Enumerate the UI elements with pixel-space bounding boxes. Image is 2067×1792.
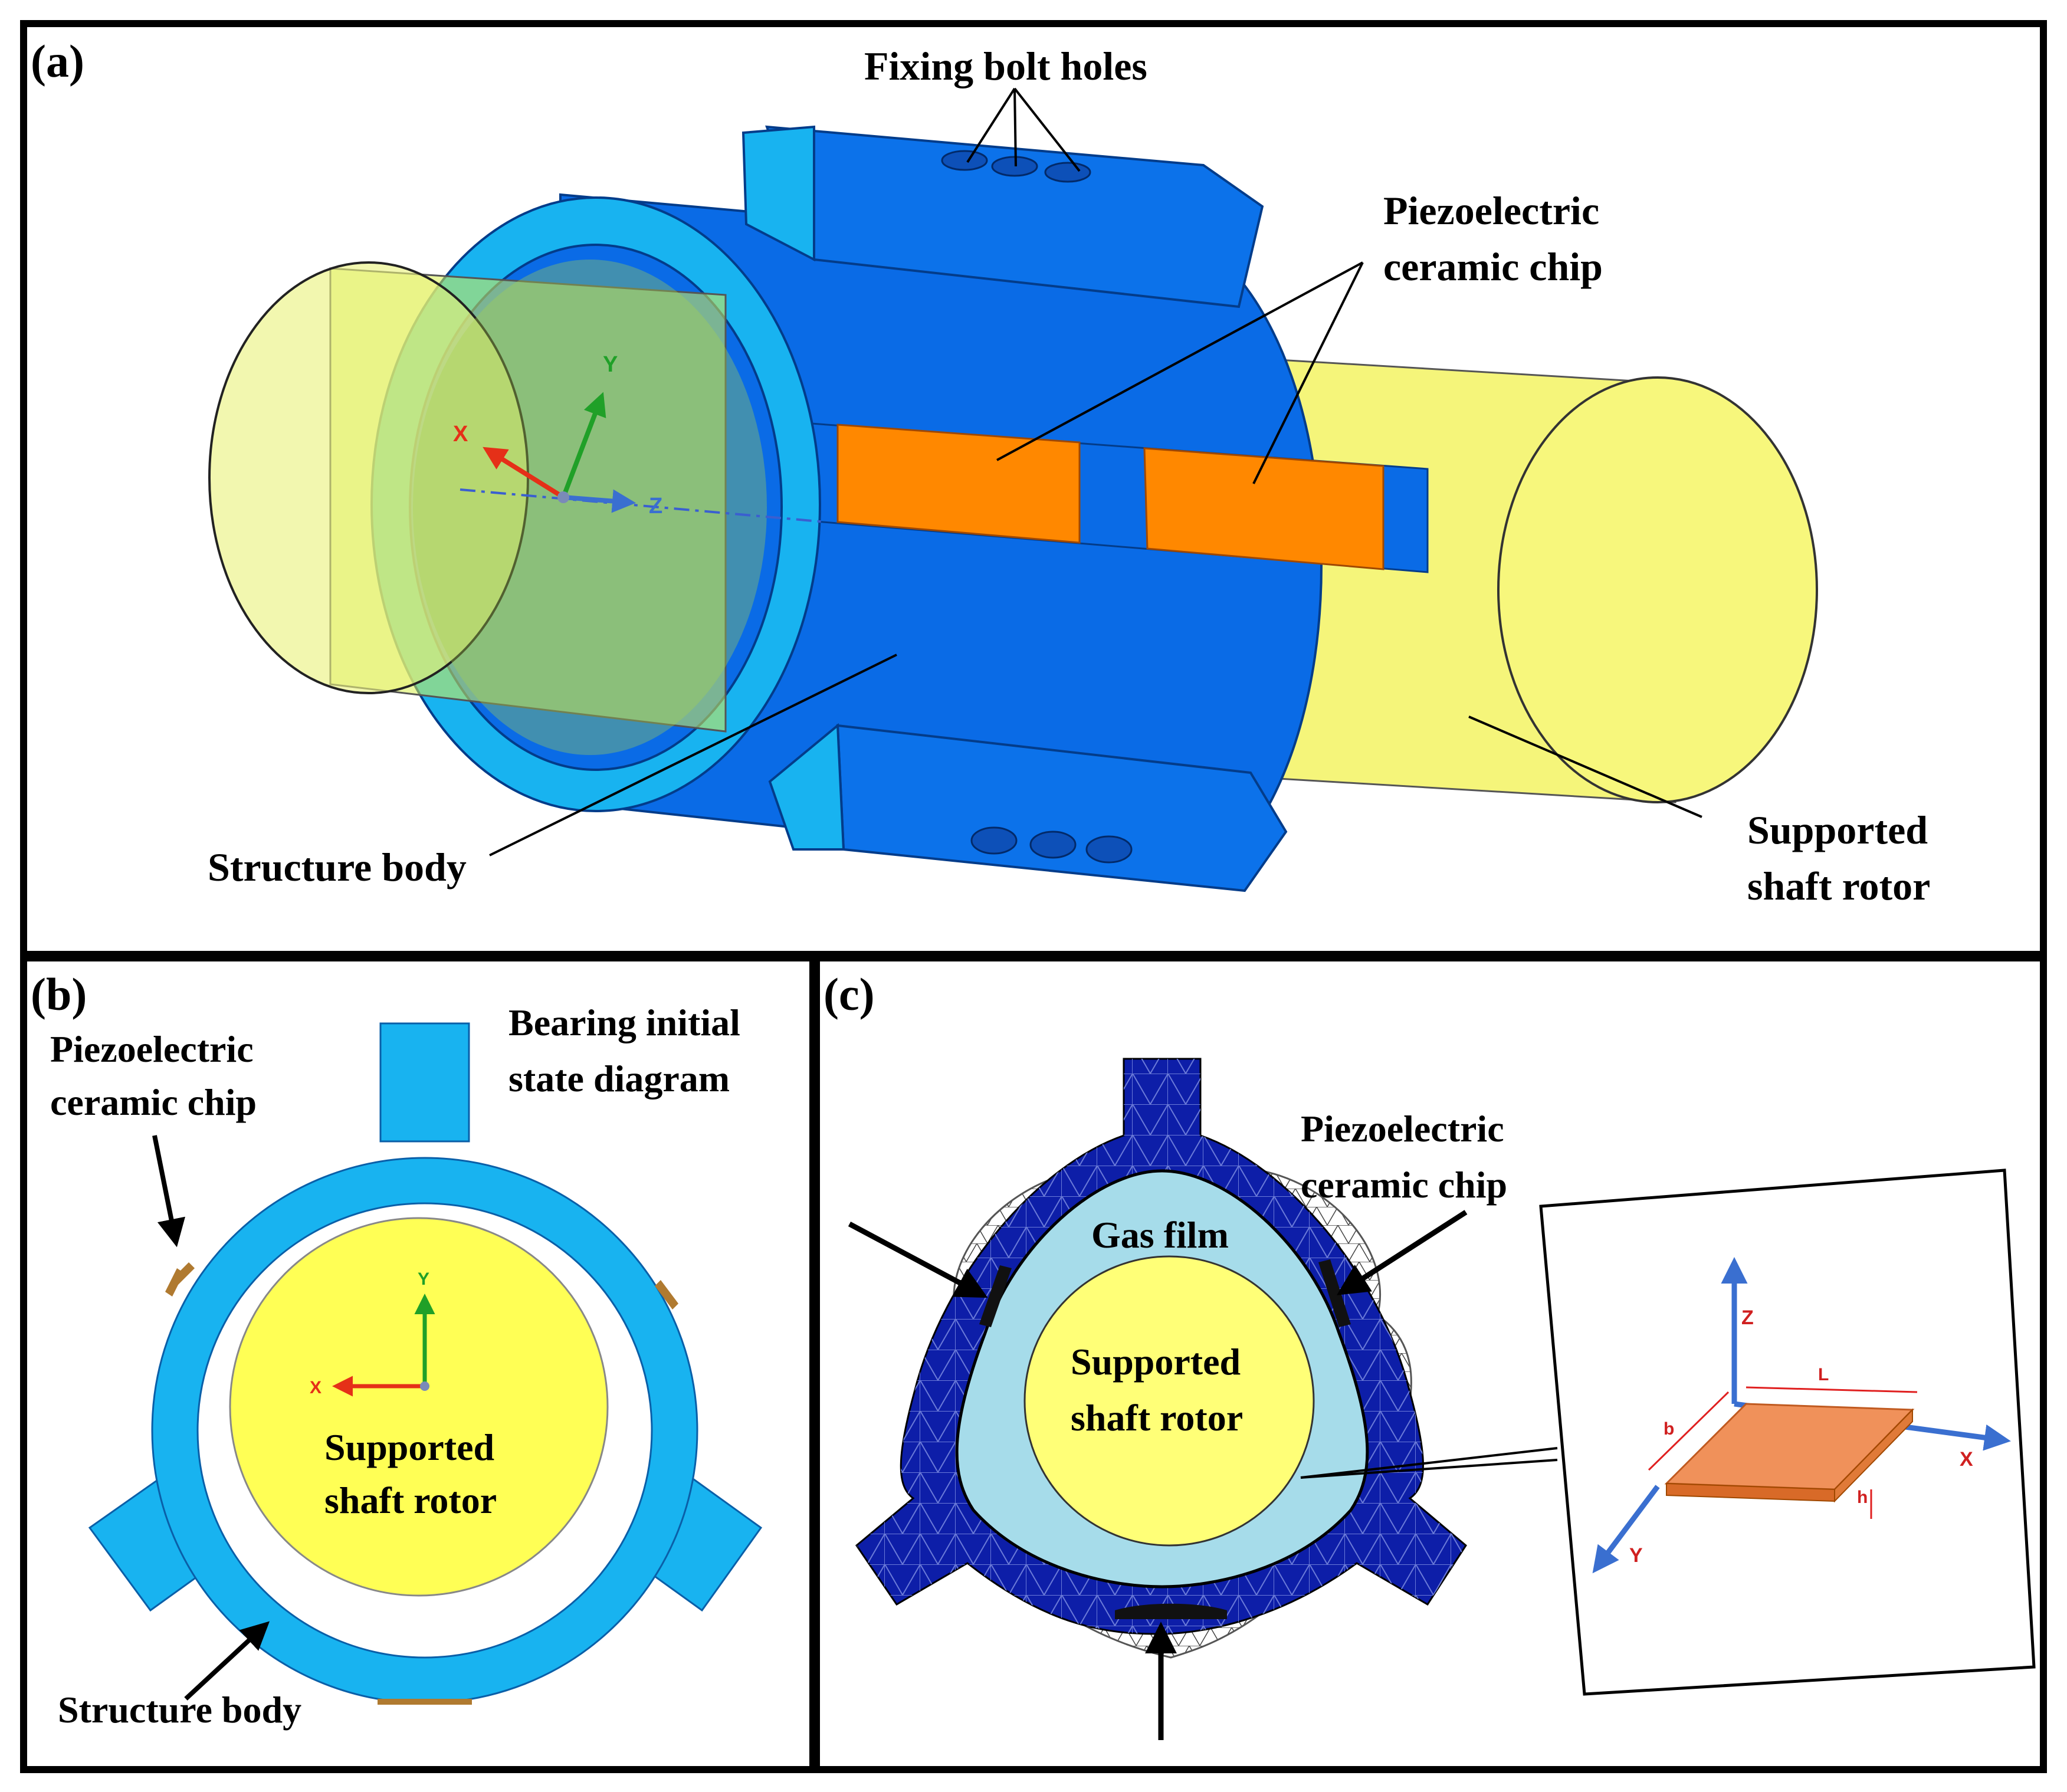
panel-a-tag: (a) [31,35,84,87]
label-structure-body-a: Structure body [208,845,467,890]
piezo-c-left [979,1265,1012,1327]
inset-axis-x: X [1960,1448,1973,1471]
label-rotor-a-line2: shaft rotor [1747,864,1930,908]
label-rotor-a-line1: Supported [1747,808,1928,852]
inset-axis-z: Z [1741,1307,1754,1329]
label-structure-body-b: Structure body [58,1689,301,1731]
axis-label-y-b: Y [418,1269,429,1289]
piezo-chip-2 [1143,447,1384,570]
label-piezo-b-line2: ceramic chip [50,1081,257,1123]
label-fixing-bolt-holes: Fixing bolt holes [864,44,1147,88]
dim-label-l: L [1818,1365,1829,1384]
label-gas-film: Gas film [1091,1214,1229,1256]
arrow-structure-b [184,1621,270,1701]
inset-chip-detail: L b h Z X Y [1539,1169,2036,1696]
axis-label-z: Z [649,494,662,518]
label-piezo-a-line1: Piezoelectric [1383,188,1599,233]
label-piezo-b-line1: Piezoelectric [50,1028,254,1070]
label-rotor-b-line1: Supported [324,1426,494,1468]
dim-label-h: h [1857,1488,1868,1507]
label-rotor-c-line1: Supported [1071,1341,1241,1383]
label-rotor-c-line2: shaft rotor [1071,1397,1243,1439]
axis-label-y: Y [603,352,618,377]
rotor-left [208,260,767,755]
piezo-c-right [1318,1259,1351,1327]
rotor-c [1023,1255,1315,1547]
piezo-mark-right [655,1280,678,1309]
axes-a: X Y Z [453,352,826,523]
lug-top [379,1022,470,1143]
leader-lines-a [489,87,1702,856]
piezo-c-bottom [1115,1603,1227,1619]
panel-a: X Y Z (a) Fixing bolt holes Piezoelectri… [20,20,2047,958]
dim-label-b: b [1664,1419,1674,1439]
axis-label-x-b: X [310,1378,321,1397]
axes-b: Y X [310,1269,435,1397]
axis-label-x: X [453,422,468,447]
arrow-piezo-c-left [848,1222,988,1298]
label-bearing-line1: Bearing initial [508,1002,740,1043]
label-bearing-line2: state diagram [508,1058,730,1100]
arrow-piezo-b [152,1135,186,1248]
label-rotor-b-line2: shaft rotor [324,1479,497,1521]
rotor-b [229,1217,609,1597]
arrow-piezo-c-right [1336,1210,1468,1295]
label-piezo-a-line2: ceramic chip [1383,244,1603,289]
piezo-chip-1 [836,424,1081,544]
inset-axis-y: Y [1629,1544,1643,1567]
label-piezo-c-line1: Piezoelectric [1301,1108,1504,1150]
piezo-mark-bottom [378,1699,472,1705]
label-piezo-c-line2: ceramic chip [1301,1164,1507,1206]
panel-b-tag: (b) [31,969,87,1020]
panel-b: Y X (b) Piezoelectric ceramic chip Beari… [20,954,816,1773]
panel-c-tag: (c) [823,969,875,1020]
panel-c: L b h Z X Y (c) Piezoelectric ceramic ch… [813,954,2047,1773]
